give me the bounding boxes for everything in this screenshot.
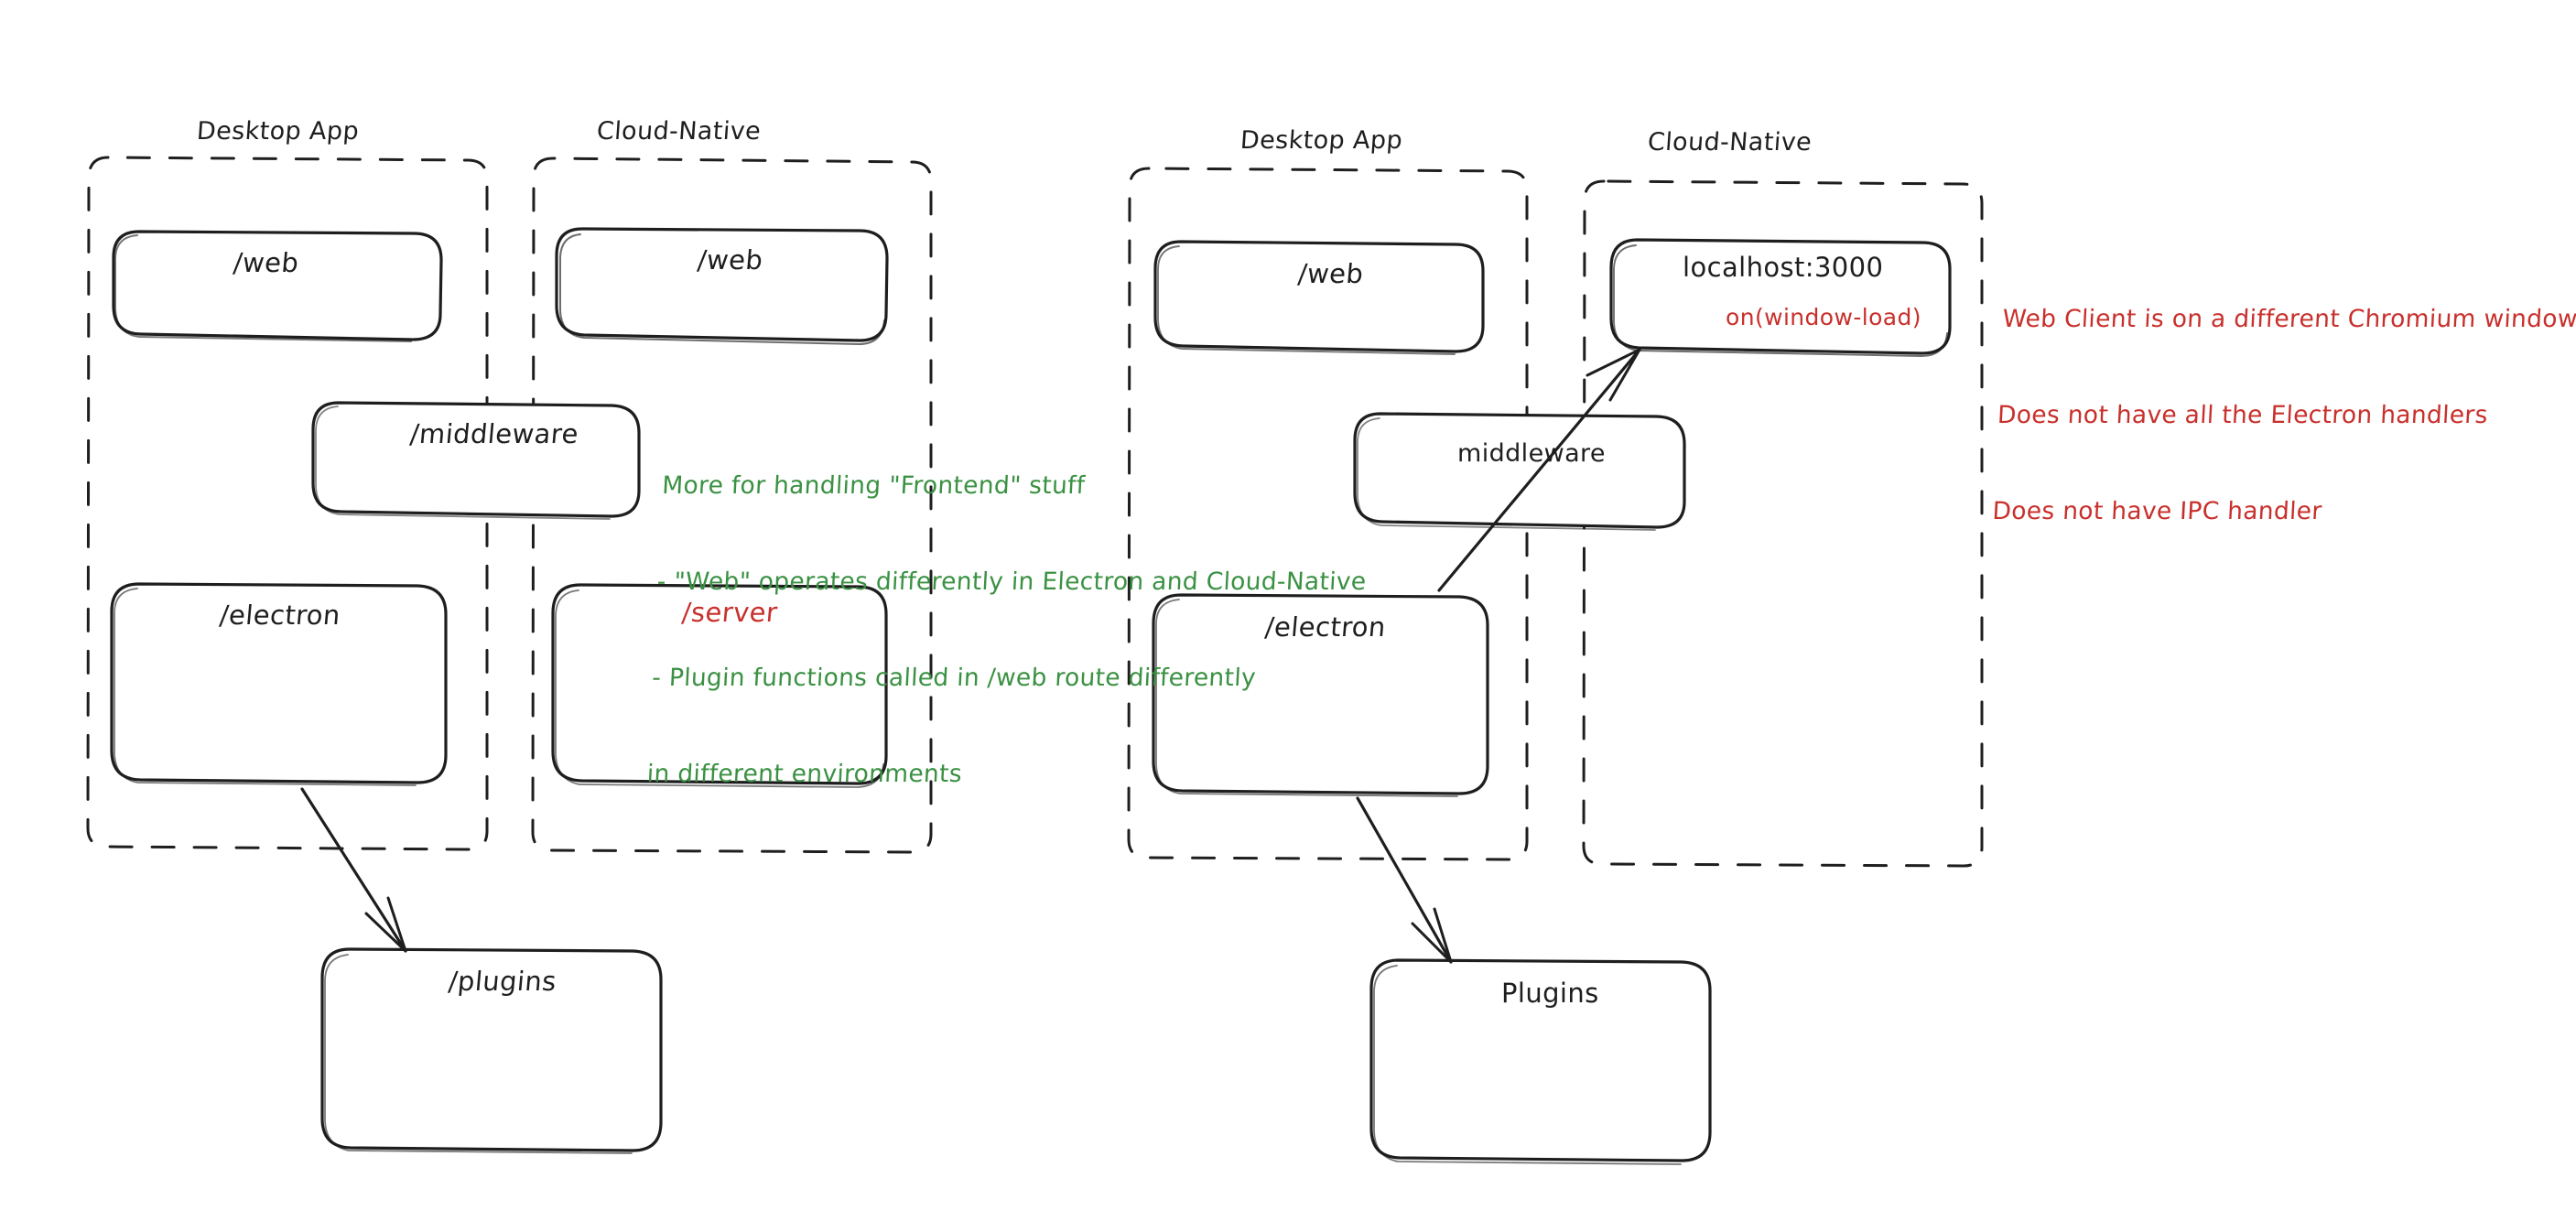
node-left-cloud-web[interactable]: [555, 227, 889, 346]
group-container-right-desktop-app: [1127, 167, 1529, 861]
annotation-green-line-3: - Plugin functions called in /web route …: [651, 663, 1257, 692]
arrow-left-electron-to-plugins: [300, 787, 407, 953]
arrow-right-electron-to-localhost: [1437, 348, 1641, 592]
annotation-green-line-1: More for handling "Frontend" stuff: [661, 470, 1087, 500]
node-label-right-desktop-web: /web: [1296, 258, 1365, 289]
annotation-green-line-2: - "Web" operates differently in Electron…: [656, 567, 1368, 596]
group-container-right-cloud-native: [1582, 179, 1984, 868]
node-label-right-localhost: localhost:3000: [1683, 252, 1884, 283]
node-label-left-plugins: /plugins: [447, 966, 558, 997]
group-label-right-cloud-native: Cloud-Native: [1646, 128, 1813, 157]
node-left-plugins[interactable]: [320, 947, 663, 1154]
group-label-left-cloud-native: Cloud-Native: [595, 117, 763, 146]
arrow-right-electron-to-plugins: [1356, 796, 1453, 964]
node-left-electron[interactable]: [110, 582, 448, 786]
group-container-left-cloud-native: [531, 157, 933, 854]
annotation-green-line-4: in different environments: [646, 759, 963, 788]
node-right-middleware[interactable]: [1353, 412, 1686, 531]
node-right-electron[interactable]: [1152, 593, 1489, 797]
node-label-left-desktop-web: /web: [232, 247, 300, 278]
annotation-red-note: Web Client is on a different Chromium wi…: [1990, 240, 2576, 560]
annotation-red-line-3: Does not have IPC handler: [1991, 496, 2323, 525]
node-label-left-electron: /electron: [218, 600, 342, 631]
node-left-desktop-web[interactable]: [112, 230, 443, 342]
node-label-left-cloud-web: /web: [696, 244, 764, 276]
annotation-red-line-1: Web Client is on a different Chromium wi…: [2001, 304, 2576, 333]
group-label-right-desktop-app: Desktop App: [1239, 126, 1404, 155]
node-sublabel-right-localhost: on(window-load): [1726, 304, 1921, 330]
node-right-plugins[interactable]: [1369, 958, 1712, 1165]
node-label-right-middleware: middleware: [1457, 439, 1606, 468]
node-label-left-middleware: /middleware: [408, 418, 580, 449]
annotation-green-note: More for handling "Frontend" stuff - "We…: [644, 406, 1375, 823]
node-left-middleware[interactable]: [311, 401, 641, 520]
group-container-left-desktop-app: [86, 156, 489, 851]
node-right-localhost[interactable]: [1609, 238, 1952, 357]
annotation-red-line-2: Does not have all the Electron handlers: [1997, 400, 2489, 429]
node-label-right-plugins: Plugins: [1501, 978, 1599, 1009]
node-left-server[interactable]: [551, 583, 888, 788]
group-label-left-desktop-app: Desktop App: [195, 117, 361, 146]
node-right-desktop-web[interactable]: [1153, 240, 1485, 355]
